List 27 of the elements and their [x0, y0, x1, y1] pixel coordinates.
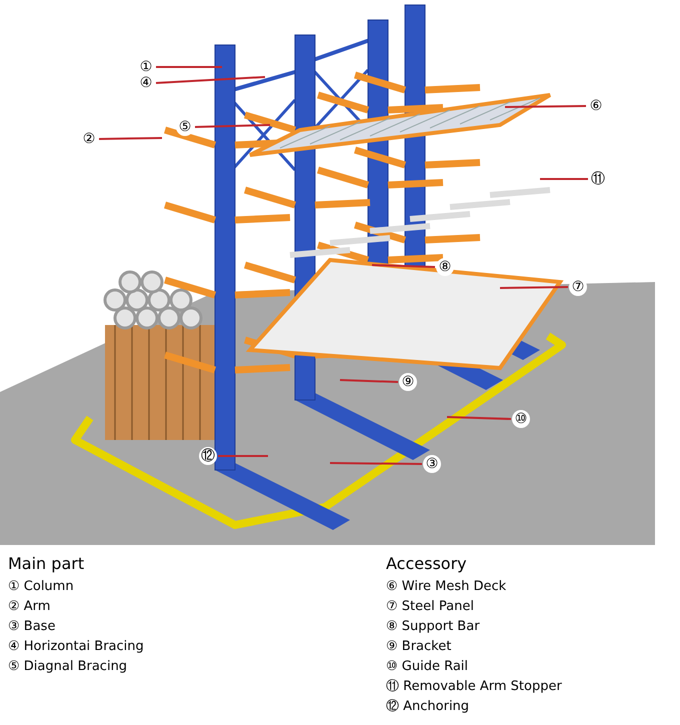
leader-line	[156, 76, 266, 84]
legend-item: ⑫ Anchoring	[386, 698, 470, 716]
legend-item: ⑦ Steel Panel	[386, 598, 475, 616]
leader-line	[98, 137, 162, 140]
section-heading: Accessory	[386, 553, 468, 575]
legend-item: ③ Base	[8, 618, 56, 636]
leader-line	[500, 286, 568, 289]
legend-item: ⑤ Diagnal Bracing	[8, 658, 128, 676]
legend-item: ④ Horizontai Bracing	[8, 638, 144, 656]
leader-line	[330, 462, 422, 465]
legend-item: ② Arm	[8, 598, 52, 616]
legend-item: ⑩ Guide Rail	[386, 658, 470, 676]
leader-line	[504, 105, 586, 108]
legend-item: ⑪ Removable Arm Stopper	[386, 678, 562, 696]
callout-number: ⑪	[589, 170, 607, 188]
legend-item: ⑧ Support Bar	[386, 618, 481, 636]
leader-line	[446, 416, 512, 420]
legend-item: ⑥ Wire Mesh Deck	[386, 578, 508, 596]
leader-line	[340, 379, 398, 383]
leader-line	[372, 264, 436, 268]
leader-line	[156, 66, 222, 68]
callout-number: ⑦	[569, 278, 587, 296]
leader-line	[540, 178, 588, 180]
legend-item: ⑨ Bracket	[386, 638, 452, 656]
legend-item: ① Column	[8, 578, 75, 596]
leader-line	[194, 124, 270, 128]
section-heading: Main part	[8, 553, 86, 575]
